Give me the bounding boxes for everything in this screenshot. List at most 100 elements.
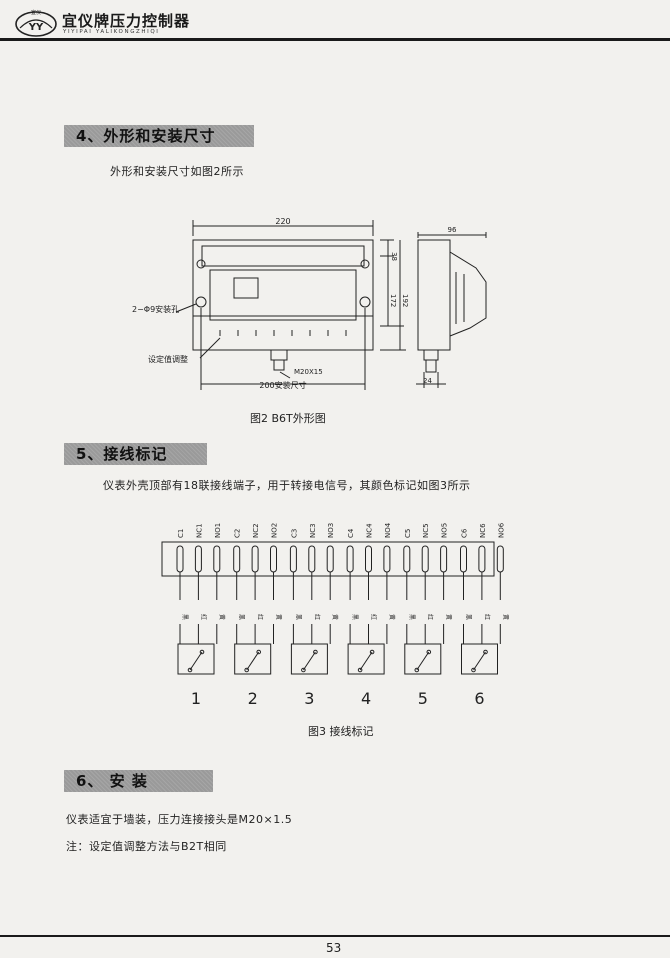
label-setpoint: 设定值调整 <box>148 354 188 364</box>
wire-color-label: 黑 <box>294 614 301 620</box>
wire-color-label: 黑 <box>238 614 245 620</box>
terminal <box>233 545 241 573</box>
switch-terminal <box>187 667 193 673</box>
switch-terminal <box>414 667 420 673</box>
wire-color-label: 黄 <box>501 614 509 620</box>
terminal <box>440 545 448 573</box>
switch-contact <box>473 651 486 671</box>
terminal-label: C6 <box>461 528 469 538</box>
switch-terminal <box>471 667 476 673</box>
terminal-label: C5 <box>404 529 412 538</box>
header-rule <box>0 38 670 41</box>
terminal-label: C2 <box>234 529 242 538</box>
figure-2-outline-drawing: 220 38 172 192 200安装尺寸 M20X15 96 24 2−Φ9… <box>132 217 487 390</box>
switch-terminal <box>357 667 363 673</box>
switch-contact <box>302 651 316 671</box>
section-5-heading: 5、接线标记 <box>64 443 207 465</box>
wire-color-label: 黑 <box>465 614 472 620</box>
switch-box <box>347 643 385 675</box>
wire-color-label: 黄 <box>445 614 453 620</box>
terminal <box>176 545 184 573</box>
header-subtitle: YIYIPAI YALIKONGZHIQI <box>63 29 160 35</box>
switch-terminal <box>313 649 318 655</box>
svg-text:宜仪: 宜仪 <box>31 9 41 16</box>
dim-height-1: 172 <box>389 294 397 307</box>
switch-contact <box>246 651 260 671</box>
section-6-note: 注：设定值调整方法与B2T相同 <box>66 840 227 853</box>
terminal <box>270 545 277 573</box>
section-4-body: 外形和安装尺寸如图2所示 <box>110 165 244 178</box>
wire-color-label: 红 <box>199 614 207 620</box>
switch-box <box>290 643 328 675</box>
terminal <box>213 545 221 573</box>
terminal <box>346 545 354 573</box>
wire-color-label: 红 <box>256 614 264 620</box>
section-6-body: 仪表适宜于墙装，压力连接接头是M20×1.5 <box>66 813 293 826</box>
switch-terminal <box>256 649 261 655</box>
terminal <box>478 545 486 573</box>
switch-terminal <box>369 649 375 655</box>
terminal-label: NC1 <box>195 523 203 538</box>
wire-color-label: 黄 <box>331 614 339 620</box>
terminal-label: NO5 <box>441 523 449 538</box>
figure-2-caption: 图2 B6T外形图 <box>250 412 326 425</box>
dim-top-height: 38 <box>390 252 398 261</box>
terminal-label: C1 <box>177 529 185 538</box>
wire-color-label: 黄 <box>218 614 226 620</box>
switch-contact <box>359 651 373 671</box>
switch-contact <box>189 651 203 671</box>
dim-thread: M20X15 <box>294 368 323 376</box>
footer-rule <box>0 935 670 937</box>
terminal <box>194 545 202 573</box>
terminal <box>496 545 504 573</box>
switch-box <box>404 643 442 675</box>
switch-number: 2 <box>248 689 258 708</box>
terminal <box>403 545 411 573</box>
terminal-label: NO4 <box>384 522 392 538</box>
switch-number: 5 <box>418 689 428 708</box>
figure-3-caption: 图3 接线标记 <box>308 725 374 738</box>
switch-terminal <box>301 667 306 673</box>
switch-number: 4 <box>361 689 371 708</box>
terminal-label: NC5 <box>422 523 430 538</box>
svg-text:YY: YY <box>28 22 44 33</box>
terminal-label: NO2 <box>271 523 279 538</box>
wire-color-label: 黄 <box>275 614 283 620</box>
dim-side-base: 24 <box>423 377 432 385</box>
wire-color-label: 黑 <box>351 614 358 620</box>
terminal-label: NO1 <box>214 523 222 538</box>
wire-color-label: 红 <box>483 614 491 620</box>
wire-color-label: 黑 <box>181 614 188 620</box>
terminal <box>308 545 316 573</box>
terminal-label: C3 <box>290 529 298 538</box>
dim-width: 220 <box>275 217 290 226</box>
section-6-heading: 6、 安 装 <box>64 770 213 792</box>
page-number: 53 <box>326 941 342 955</box>
switch-terminal <box>244 667 249 673</box>
wire-color-label: 红 <box>313 614 321 620</box>
terminal <box>326 545 334 573</box>
terminal <box>421 545 429 573</box>
terminal <box>289 545 297 573</box>
terminal <box>383 545 391 573</box>
terminal-label: NC6 <box>479 523 487 538</box>
logo-icon: YY 宜仪 <box>15 9 57 37</box>
dim-mount: 200安装尺寸 <box>259 380 306 390</box>
switch-box <box>234 643 272 675</box>
switch-terminal <box>483 649 488 655</box>
figure-3-wiring-diagram: C1黑NC1红NO1黄C2黑NC2红NO2黄C3黑NC3红NO3黄C4黑NC4红… <box>161 522 509 708</box>
dim-height-2: 192 <box>401 294 409 307</box>
terminal-label: NC4 <box>366 523 374 538</box>
section-5-body: 仪表外壳顶部有18联接线端子，用于转接电信号，其颜色标记如图3所示 <box>103 479 471 492</box>
wire-color-label: 黑 <box>408 614 415 620</box>
switch-number: 1 <box>191 689 201 708</box>
terminal-label: NC3 <box>309 523 317 538</box>
terminal-label: NC2 <box>252 523 260 538</box>
terminal <box>251 545 259 573</box>
header-title: 宜仪牌压力控制器 <box>62 12 191 30</box>
dim-side-width: 96 <box>448 226 457 234</box>
switch-box <box>461 643 498 675</box>
header-logo: YY 宜仪 <box>14 8 58 38</box>
switch-number: 6 <box>474 689 484 708</box>
label-mount-holes: 2−Φ9安装孔 <box>132 304 179 314</box>
